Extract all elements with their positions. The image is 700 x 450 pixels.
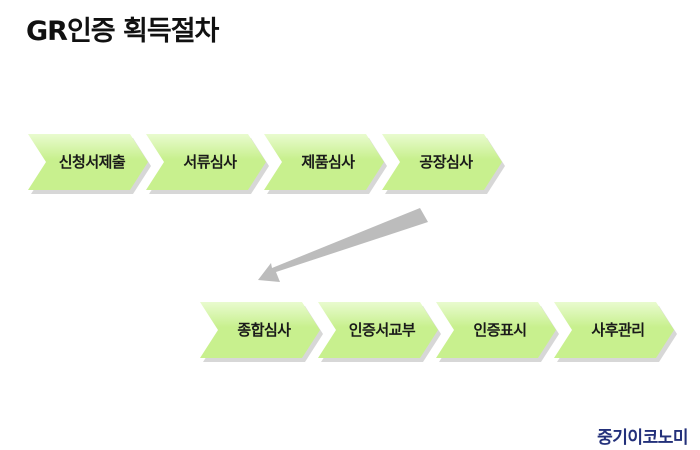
- step-1-label: 신청서제출: [58, 153, 126, 171]
- step-8-chevron: 사후관리: [550, 298, 686, 362]
- chevron-shape: [146, 134, 266, 190]
- step-4-label: 공장심사: [419, 153, 473, 171]
- chevron-shape: [382, 134, 502, 190]
- chevron-shape: [28, 134, 148, 190]
- chevron-shape: [318, 302, 438, 358]
- step-2-chevron: 서류심사: [142, 130, 278, 194]
- flow-arrow-shape: [258, 208, 428, 282]
- step-2-label: 서류심사: [183, 153, 237, 171]
- chevron-shape: [436, 302, 556, 358]
- step-3-chevron: 제품심사: [260, 130, 396, 194]
- step-6-label: 인증서교부: [348, 321, 416, 339]
- step-5-label: 종합심사: [237, 321, 291, 339]
- chevron-shape: [554, 302, 674, 358]
- brand-logo-text: 중기이코노미: [597, 428, 688, 448]
- step-8-label: 사후관리: [591, 321, 645, 339]
- step-6-chevron: 인증서교부: [314, 298, 450, 362]
- step-1-chevron: 신청서제출: [24, 130, 160, 194]
- step-7-label: 인증표시: [473, 321, 527, 339]
- step-7-chevron: 인증표시: [432, 298, 568, 362]
- step-4-chevron: 공장심사: [378, 130, 514, 194]
- step-5-chevron: 종합심사: [196, 298, 332, 362]
- step-3-label: 제품심사: [301, 153, 355, 171]
- chevron-shape: [264, 134, 384, 190]
- page-title: GR인증 획득절차: [26, 16, 219, 47]
- chevron-shape: [200, 302, 320, 358]
